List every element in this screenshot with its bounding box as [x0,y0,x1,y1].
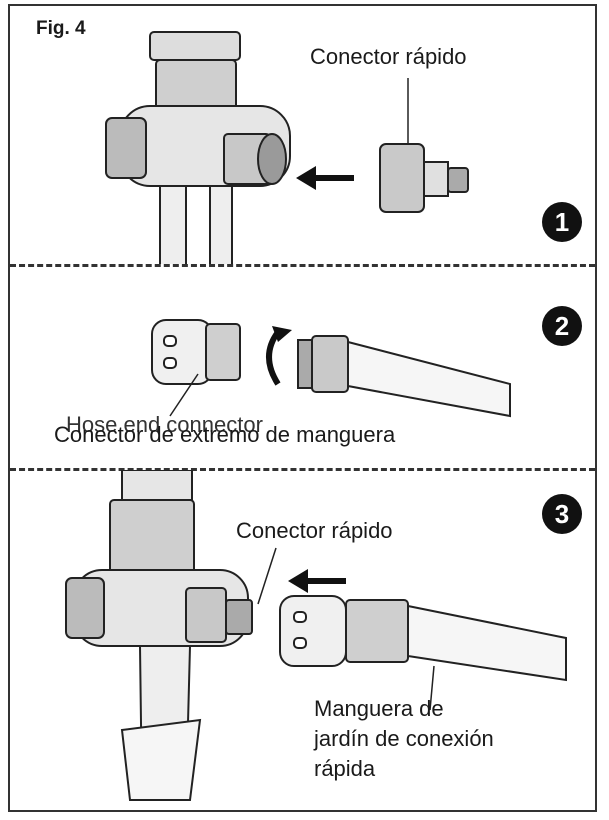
panel-3-illustration [65,470,567,801]
quick-connector-label: Conector rápido [310,44,467,69]
hose-label-line-1: Manguera de [314,696,444,721]
arrow-left-icon [296,166,354,190]
step-1-badge: 1 [542,202,582,242]
quick-connector [379,143,469,213]
garden-hose [297,335,511,418]
panel-2: Hose end connector Conector de extremo d… [10,266,595,466]
step-3-badge: 3 [542,494,582,534]
divider-1 [10,264,595,267]
sprinkler-body [65,470,253,801]
figure-title: Fig. 4 [36,18,86,39]
hose-label-line-3: rápida [314,756,376,781]
panel-2-illustration [151,319,511,418]
arrow-left-icon [288,569,346,593]
hose-end-connector-label-front: Conector de extremo de manguera [54,422,396,447]
step-2-badge: 2 [542,306,582,346]
hose-end-connector [151,319,241,385]
rotate-arrow-icon [266,326,292,386]
panel-3: Conector rápido Manguera de jardín de co… [10,470,595,810]
panel-1: Conector rápido 1 [10,6,595,264]
divider-2 [10,468,595,471]
hose-end-connector-label-back: Hose end connector [66,412,263,437]
hose-label-line-2: jardín de conexión [314,726,494,751]
figure-frame: Fig. 4 [8,4,597,812]
quick-connect-hose [279,595,567,682]
panel-1-illustration [105,31,469,264]
sprinkler-body [105,31,291,264]
quick-connector-label: Conector rápido [236,518,393,543]
